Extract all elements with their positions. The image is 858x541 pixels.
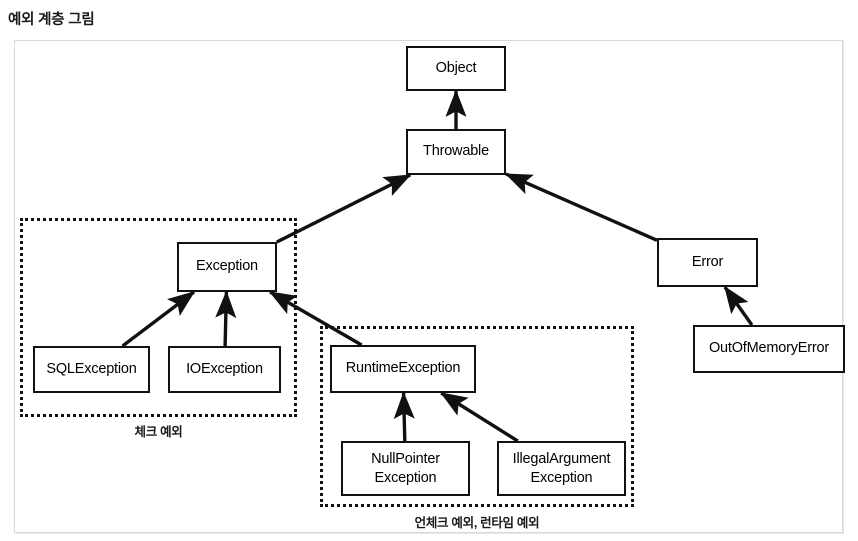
node-label-error: Error: [691, 253, 724, 270]
node-runtimeexception: RuntimeException: [330, 345, 476, 393]
node-object: Object: [406, 46, 506, 91]
group-label-unchecked-group: 언체크 예외, 런타임 예외: [414, 516, 540, 530]
node-outofmemoryerror: OutOfMemoryError: [693, 325, 845, 373]
arrow-error-to-throwable: [504, 172, 658, 242]
page-title: 예외 계층 그림: [8, 12, 95, 28]
arrow-outofmemoryerror-to-error: [723, 285, 754, 326]
node-sqlexception: SQLException: [33, 346, 150, 393]
node-label-object: Object: [435, 59, 477, 76]
group-box-unchecked-group: [320, 326, 634, 507]
node-label-ioexception: IOException: [186, 360, 263, 377]
node-exception: Exception: [177, 242, 277, 292]
node-label-runtimeexception: RuntimeException: [345, 360, 461, 377]
node-label-exception: Exception: [196, 258, 258, 275]
node-label-sqlexception: SQLException: [46, 360, 137, 377]
group-label-checked-group: 체크 예외: [134, 425, 183, 439]
node-error: Error: [657, 238, 758, 287]
node-throwable: Throwable: [406, 129, 506, 175]
node-ioexception: IOException: [168, 346, 281, 393]
node-label-outofmemoryerror: OutOfMemoryError: [708, 340, 830, 357]
node-label-throwable: Throwable: [423, 143, 489, 160]
